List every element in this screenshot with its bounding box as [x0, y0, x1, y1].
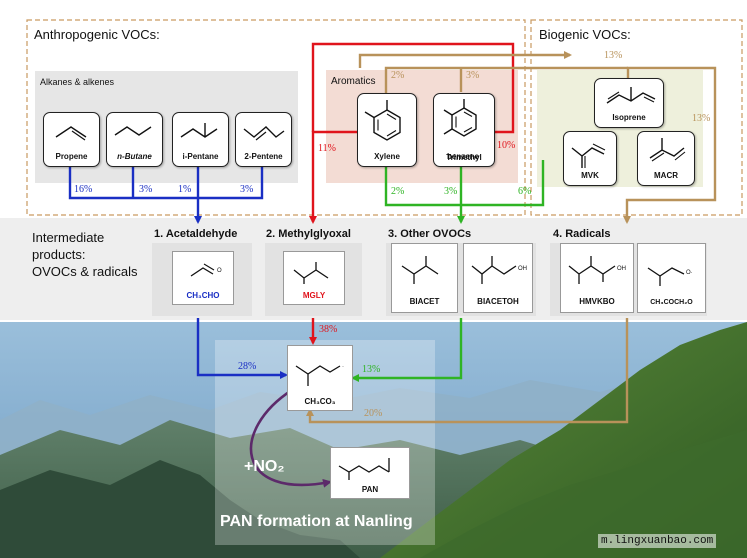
- other-ovocs-header: 3. Other OVOCs: [388, 228, 472, 240]
- pan-formation-title: PAN formation at Nanling: [220, 513, 413, 530]
- intermediate-label-1: Intermediate: [32, 230, 105, 245]
- isoprene-structure: [606, 87, 656, 104]
- svg-text:OH: OH: [617, 266, 626, 272]
- propene-card: Propene: [43, 112, 100, 167]
- mgly-box: MGLY: [283, 251, 345, 305]
- mvk-card: MVK: [563, 131, 617, 186]
- biacet-label: BIACET: [409, 297, 440, 306]
- aromatics-label: Aromatics: [331, 76, 376, 87]
- intermediate-label-3: OVOCs & radicals: [32, 264, 138, 279]
- intermediate-label-2: products:: [32, 247, 86, 262]
- propene-pct: 16%: [74, 184, 93, 195]
- alkanes-label: Alkanes & alkenes: [40, 77, 115, 87]
- ch3co3-box: · CH₃CO₃: [287, 345, 353, 411]
- mvk-structure: [571, 143, 606, 168]
- methylglyoxal-header: 2. Methylglyoxal: [266, 228, 351, 240]
- isoprene-side-pct: 13%: [692, 113, 711, 124]
- bio-green-pct: 6%: [518, 186, 532, 197]
- pentene-pct: 3%: [240, 184, 254, 195]
- ch3coch2o-structure: O·: [647, 267, 693, 286]
- mgly-pct: 38%: [319, 324, 338, 335]
- xylene-green-pct: 2%: [391, 186, 405, 197]
- n-butane-structure: [114, 126, 152, 136]
- no2-reaction-arrow: [249, 388, 332, 488]
- xylene-red-pct: 11%: [318, 143, 336, 154]
- isoprene-top-pct: 13%: [604, 50, 623, 61]
- pan-structure: [338, 458, 390, 480]
- trimethylbenzene-label-2: benzene: [446, 152, 479, 161]
- mgly-structure: [293, 262, 329, 284]
- 2-pentene-structure: [243, 126, 285, 141]
- acetaldehyde-header: 1. Acetaldehyde: [154, 228, 238, 240]
- biacet-structure: [401, 256, 439, 284]
- blue-pathways: [68, 165, 288, 379]
- xylene-tan-pct: 2%: [391, 70, 405, 81]
- svg-text:OH: OH: [518, 266, 527, 272]
- i-pentane-structure: [180, 123, 218, 138]
- n-butane-card: n-Butane: [106, 112, 163, 167]
- ch3coch2o-label: CH₃COCH₂O: [650, 299, 693, 306]
- svg-text:·: ·: [342, 364, 344, 370]
- xylene-label: Xylene: [374, 152, 400, 161]
- trimethylbenzene-label-1: Trimethyl: [446, 153, 482, 162]
- 2-pentene-label: 2-Pentene: [244, 152, 283, 161]
- macr-card: MACR: [637, 131, 695, 186]
- red-pathways: [309, 42, 515, 345]
- hmvkbo-box: OH HMVKBO: [560, 243, 634, 313]
- tmb-tan-pct: 3%: [466, 70, 480, 81]
- n-butane-label: n-Butane: [117, 152, 152, 161]
- isoprene-label: Isoprene: [612, 113, 646, 122]
- mgly-label: MGLY: [302, 291, 326, 300]
- tmb-green-pct: 3%: [444, 186, 458, 197]
- acetaldehyde-pct: 28%: [238, 361, 257, 372]
- ch3cho-structure: O: [190, 263, 222, 277]
- tmb-red-pct: 10%: [497, 140, 516, 151]
- radicals-header: 4. Radicals: [553, 228, 611, 240]
- pentane-pct: 1%: [178, 184, 192, 195]
- trimethylbenzene-structure: [443, 99, 477, 137]
- ch3cho-box: O CH₃CHO: [172, 251, 234, 305]
- biogenic-label: Biogenic VOCs:: [539, 27, 631, 42]
- xylene-card: Xylene: [357, 93, 417, 167]
- butane-pct: 3%: [139, 184, 153, 195]
- green-pathways: [351, 160, 545, 382]
- biacet-box: BIACET: [391, 243, 458, 313]
- i-pentane-label: i-Pentane: [182, 152, 219, 161]
- no2-label: +NO₂: [244, 458, 285, 475]
- propene-structure: [55, 126, 87, 141]
- propene-label: Propene: [55, 152, 88, 161]
- mvk-label: MVK: [581, 171, 599, 180]
- macr-structure: [649, 138, 686, 162]
- svg-text:O·: O·: [686, 270, 693, 276]
- biacetoh-label: BIACETOH: [477, 297, 519, 306]
- biogenic-box: [530, 19, 743, 216]
- anthropogenic-box: [26, 19, 526, 216]
- xylene-structure: [364, 100, 401, 141]
- pan-box: PAN: [330, 447, 410, 499]
- ch3coch2o-box: O· CH₃COCH₂O: [637, 243, 706, 313]
- ch3cho-label: CH₃CHO: [186, 291, 220, 300]
- i-pentane-card: i-Pentane: [172, 112, 229, 167]
- hmvkbo-structure: OH: [568, 256, 626, 284]
- ch3co3-label: CH₃CO₃: [304, 397, 336, 406]
- tan-pathways: [306, 51, 717, 424]
- radicals-pct: 20%: [364, 408, 383, 419]
- isoprene-card: Isoprene: [594, 78, 664, 128]
- pan-label: PAN: [361, 485, 379, 494]
- trimethylbenzene-card: Trimethyl: [433, 93, 495, 167]
- watermark: m.lingxuanbao.com: [598, 534, 717, 548]
- svg-text:O: O: [217, 268, 222, 274]
- ch3co3-structure: ·: [295, 364, 344, 386]
- biacetoh-box: OH BIACETOH: [463, 243, 533, 313]
- macr-label: MACR: [654, 171, 678, 180]
- anthropogenic-label: Anthropogenic VOCs:: [34, 27, 160, 42]
- hmvkbo-label: HMVKBO: [579, 297, 615, 306]
- other-ovocs-pct: 13%: [362, 364, 381, 375]
- biacetoh-structure: OH: [471, 256, 527, 284]
- 2-pentene-card: 2-Pentene: [235, 112, 292, 167]
